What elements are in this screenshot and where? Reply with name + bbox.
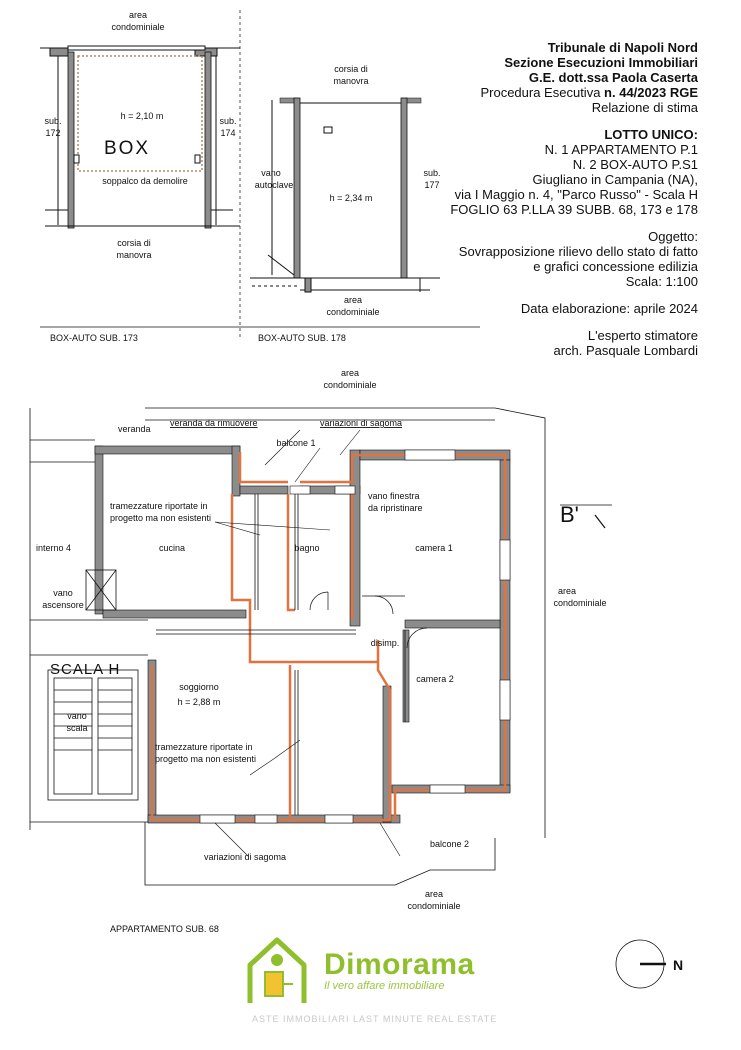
- box-178-plan: [250, 97, 440, 293]
- apt-vano-finestra-1: vano finestra: [368, 491, 420, 501]
- apt-variazioni-top: variazioni di sagoma: [320, 418, 402, 428]
- apt-soggiorno: soggiorno: [179, 682, 219, 692]
- expert-title: L'esperto stimatore: [587, 328, 698, 343]
- box178-area-1: area: [344, 295, 362, 305]
- apt-tram-top-2: progetto ma non esistenti: [110, 513, 211, 523]
- report-type: Relazione di stima: [591, 100, 698, 115]
- date: Data elaborazione: aprile 2024: [520, 301, 698, 316]
- logo-subline: ASTE IMMOBILIARI LAST MINUTE REAL ESTATE: [252, 1014, 498, 1024]
- apt-caption: APPARTAMENTO SUB. 68: [110, 924, 219, 934]
- apt-tram-bot-2: progetto ma non esistenti: [155, 754, 256, 764]
- box173-sub-right-2: 174: [220, 128, 235, 138]
- apt-soggiorno-h: h = 2,88 m: [178, 697, 221, 707]
- apt-veranda: veranda: [118, 424, 151, 434]
- apt-area-bot-2: condominiale: [407, 901, 460, 911]
- box173-sub-right-1: sub.: [219, 116, 236, 126]
- court-section: Sezione Esecuzioni Immobiliari: [504, 55, 698, 70]
- title-block: Tribunale di Napoli Nord Sezione Esecuzi…: [450, 40, 698, 358]
- box173-sub-left-2: 172: [45, 128, 60, 138]
- apartment-plan: [29, 407, 612, 886]
- apt-area-top-2: condominiale: [323, 380, 376, 390]
- lot-line-4: via I Maggio n. 4, "Parco Russo" - Scala…: [454, 187, 698, 202]
- lot-title: LOTTO UNICO:: [604, 127, 698, 142]
- apt-vano-asc-2: ascensore: [42, 600, 84, 610]
- apt-veranda-remove: veranda da rimuovere: [170, 418, 258, 428]
- box178-vano-1: vano: [261, 168, 281, 178]
- box173-caption: BOX-AUTO SUB. 173: [50, 333, 138, 343]
- box178-corsia-1: corsia di: [334, 64, 368, 74]
- logo-watermark: Dimorama Il vero affare immobiliare: [324, 948, 475, 992]
- apt-area-right-2: condominiale: [553, 598, 606, 608]
- box173-corsia-1: corsia di: [117, 238, 151, 248]
- apt-interno-4: interno 4: [36, 543, 71, 553]
- box173-area-label-1: area: [129, 10, 147, 20]
- expert-name: arch. Pasquale Lombardi: [553, 343, 698, 358]
- box178-vano-2: autoclave: [255, 180, 294, 190]
- apt-section-mark: B': [560, 502, 579, 527]
- apt-area-top-1: area: [341, 368, 359, 378]
- court-name: Tribunale di Napoli Nord: [547, 40, 698, 55]
- apt-vano-finestra-2: da ripristinare: [368, 503, 423, 513]
- apt-variazioni-bot: variazioni di sagoma: [204, 852, 286, 862]
- box173-soppalco: soppalco da demolire: [102, 176, 188, 186]
- lot-line-1: N. 1 APPARTAMENTO P.1: [544, 142, 698, 157]
- house-logo-icon: [247, 937, 307, 1003]
- scale: Scala: 1:100: [625, 274, 698, 289]
- box178-sub-1: sub.: [423, 168, 440, 178]
- box178-area-2: condominiale: [326, 307, 379, 317]
- north-arrow-icon: [615, 939, 666, 989]
- apt-area-right-1: area: [558, 586, 576, 596]
- apt-vano-scala-2: scala: [66, 723, 87, 733]
- subject-line-1: Sovrapposizione rilievo dello stato di f…: [458, 244, 698, 259]
- north-label: N: [673, 957, 683, 973]
- apt-camera-2: camera 2: [416, 674, 454, 684]
- procedure-line: Procedura Esecutiva n. 44/2023 RGE: [450, 85, 698, 100]
- box173-area-label-2: condominiale: [111, 22, 164, 32]
- apt-camera-1: camera 1: [415, 543, 453, 553]
- apt-balcone-1: balcone 1: [276, 438, 315, 448]
- subject-title: Oggetto:: [648, 229, 698, 244]
- box178-caption: BOX-AUTO SUB. 178: [258, 333, 346, 343]
- box173-height: h = 2,10 m: [121, 111, 164, 121]
- box-173-plan: [40, 10, 241, 340]
- apt-area-bot-1: area: [425, 889, 443, 899]
- apt-cucina: cucina: [159, 543, 185, 553]
- logo-tagline: Il vero affare immobiliare: [324, 980, 445, 992]
- lot-line-3: Giugliano in Campania (NA),: [532, 172, 698, 187]
- subject-line-2: e grafici concessione edilizia: [533, 259, 698, 274]
- apt-vano-asc-1: vano: [53, 588, 73, 598]
- box178-sub-2: 177: [424, 180, 439, 190]
- apt-tram-top-1: tramezzature riportate in: [110, 501, 208, 511]
- procedure-prefix: Procedura Esecutiva: [480, 85, 605, 100]
- box178-height: h = 2,34 m: [330, 193, 373, 203]
- apt-balcone-2: balcone 2: [430, 839, 469, 849]
- box173-box-label: BOX: [104, 138, 150, 159]
- box173-corsia-2: manovra: [116, 250, 151, 260]
- box178-corsia-2: manovra: [333, 76, 368, 86]
- apt-vano-scala-1: vano: [67, 711, 87, 721]
- apt-disimp: disimp.: [371, 638, 400, 648]
- logo-brand: Dimorama: [324, 948, 475, 981]
- lot-line-5: FOGLIO 63 P.LLA 39 SUBB. 68, 173 e 178: [450, 202, 698, 217]
- apt-scala: SCALA H: [50, 661, 120, 678]
- lot-line-2: N. 2 BOX-AUTO P.S1: [572, 157, 698, 172]
- apt-bagno: bagno: [294, 543, 319, 553]
- box173-sub-left-1: sub.: [44, 116, 61, 126]
- judge-name: G.E. dott.ssa Paola Caserta: [528, 70, 698, 85]
- procedure-number: n. 44/2023 RGE: [604, 85, 698, 100]
- apt-tram-bot-1: tramezzature riportate in: [155, 742, 253, 752]
